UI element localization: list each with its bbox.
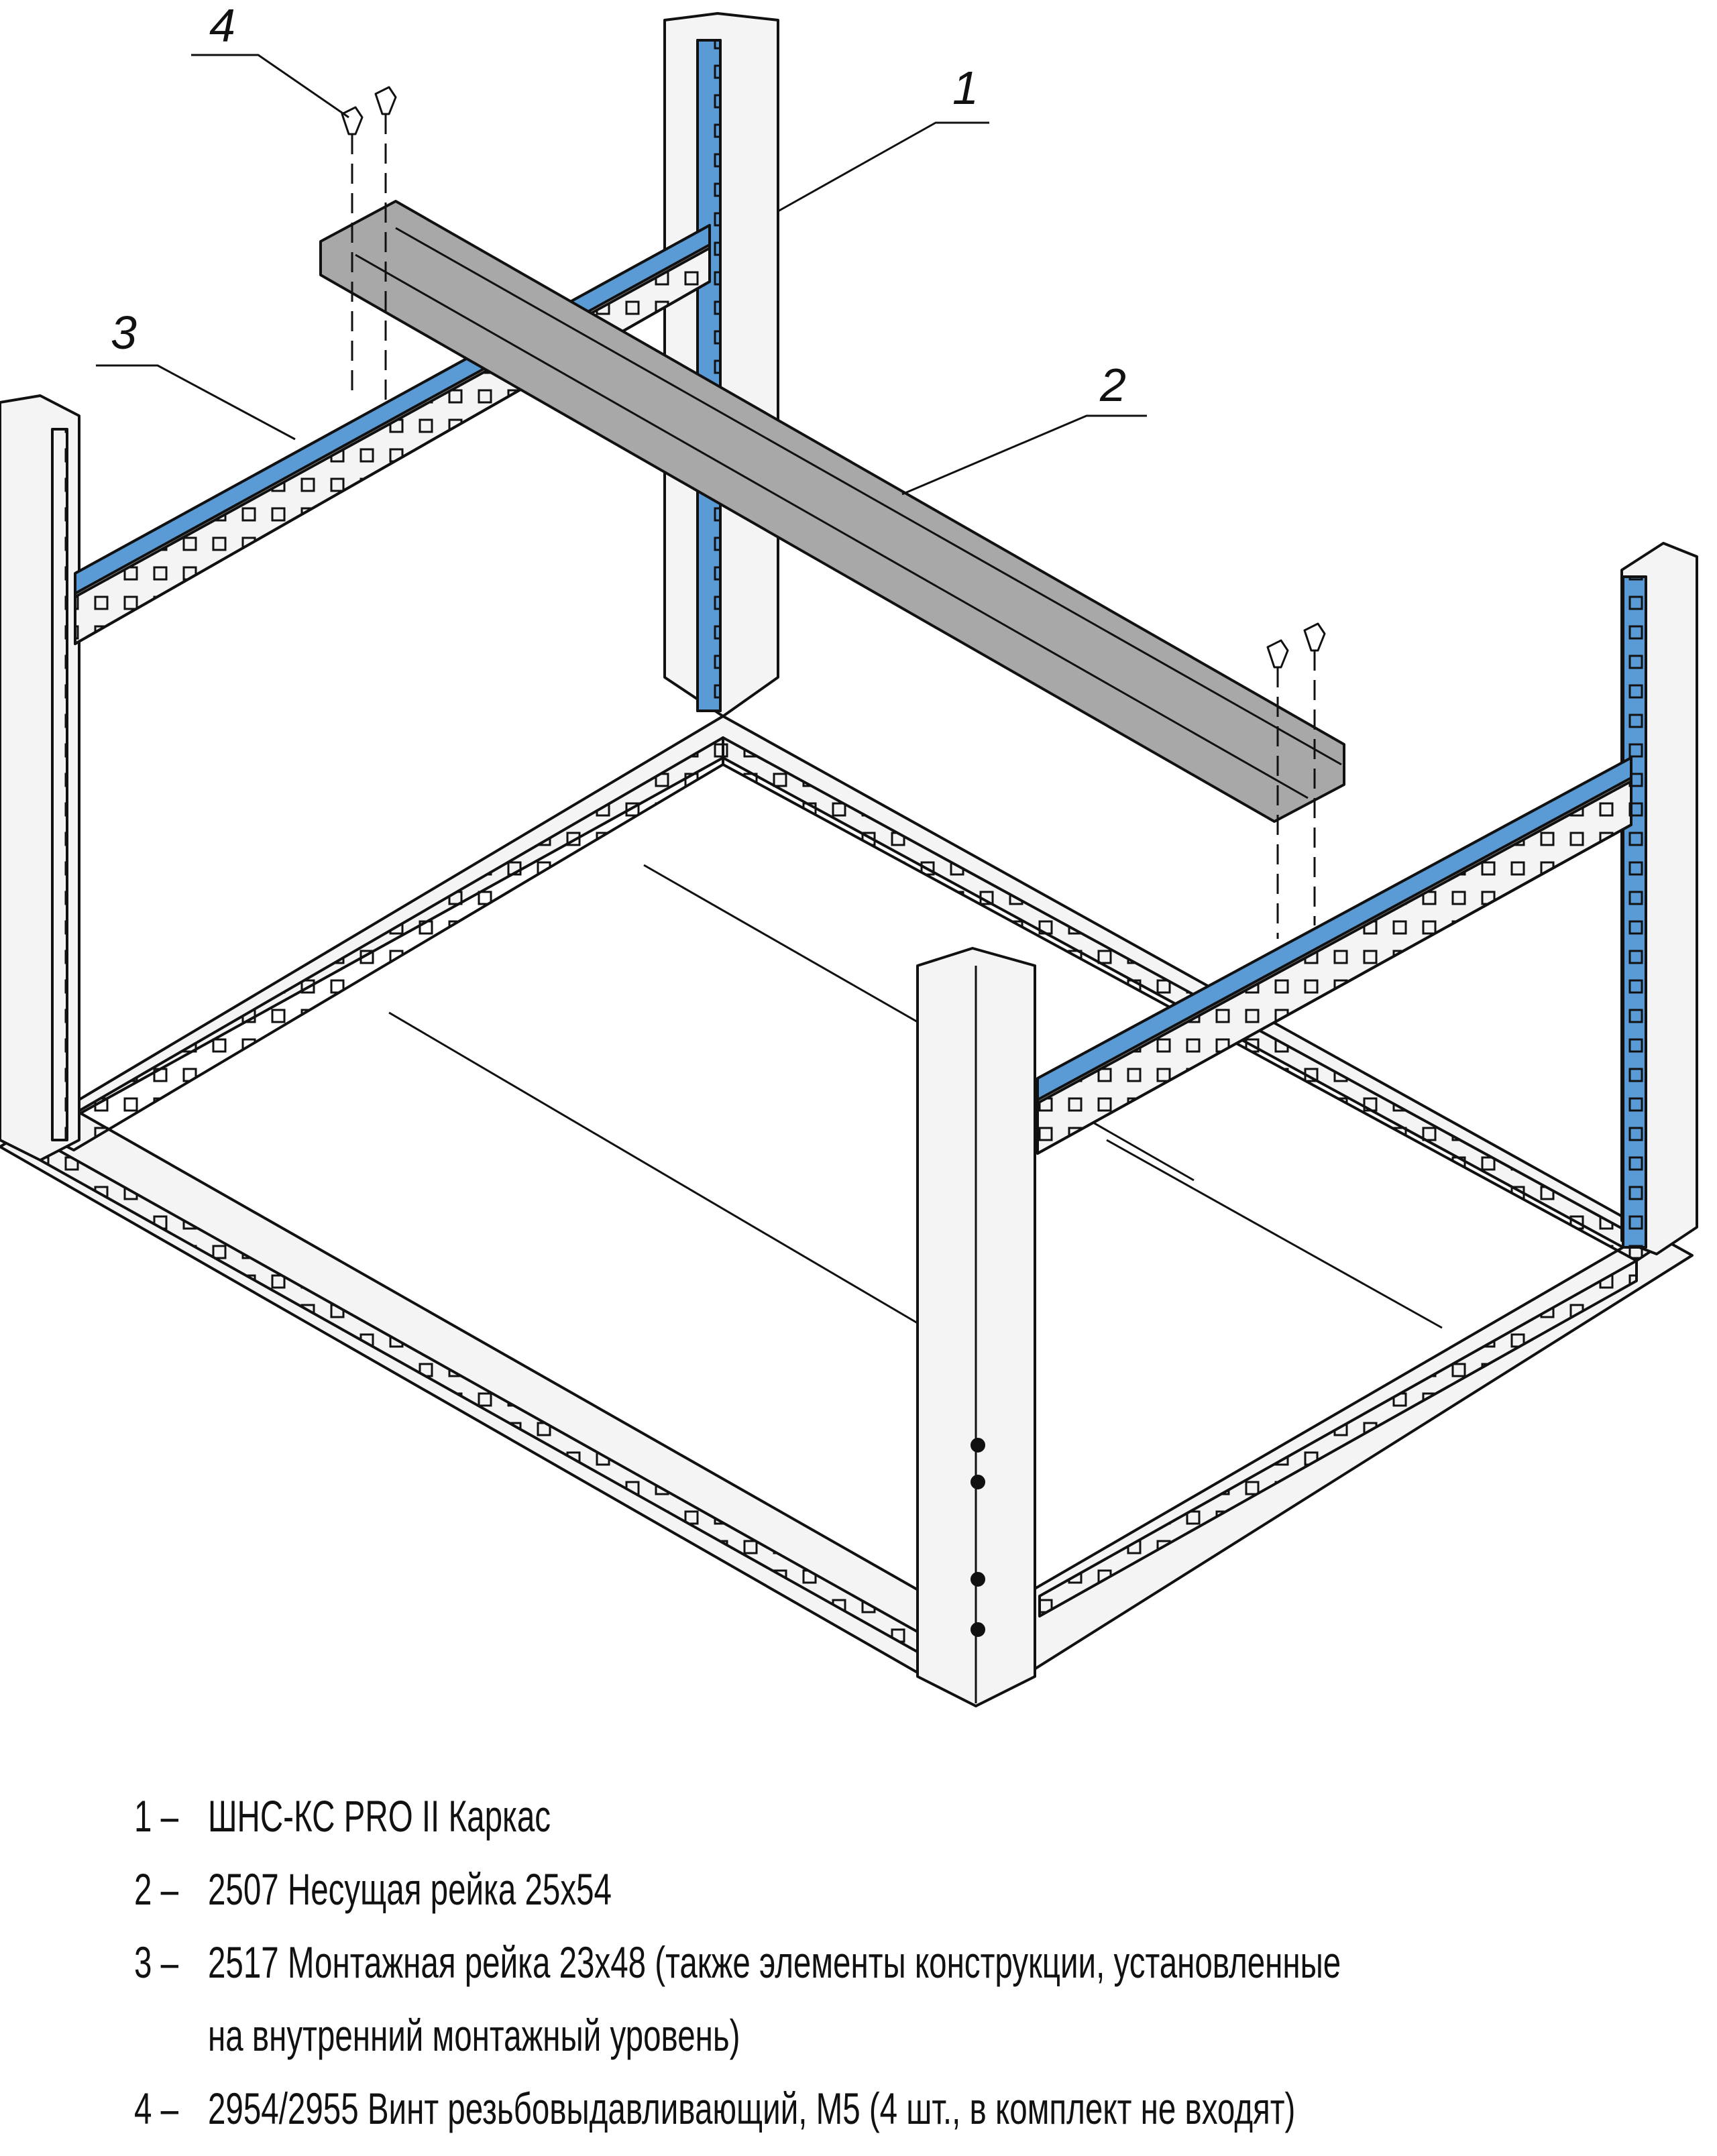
callout-1: 1	[952, 62, 979, 114]
callout-4: 4	[209, 0, 235, 52]
callout-2: 2	[1099, 359, 1126, 411]
left-post	[0, 394, 80, 1161]
callout-leaders	[96, 54, 1147, 496]
mounting-rail-3-right	[1036, 756, 1632, 1155]
legend-number: 2 –	[134, 1864, 179, 1914]
back-post	[663, 12, 779, 718]
right-post	[1620, 542, 1698, 1255]
legend-number: 4 –	[134, 2084, 179, 2133]
callout-3: 3	[111, 306, 137, 359]
front-post	[916, 947, 1036, 1707]
screws-4	[341, 86, 1326, 939]
legend-text: на внутренний монтажный уровень)	[208, 2010, 740, 2060]
support-rail-2	[319, 200, 1345, 823]
legend-number: 3 –	[134, 1937, 179, 1987]
screw-icon	[374, 86, 397, 402]
legend-number: 1 –	[134, 1791, 179, 1841]
legend-text: 2954/2955 Винт резьбовыдавливающий, M5 (…	[208, 2084, 1296, 2133]
assembly-drawing: 4 1 2 3	[0, 0, 1698, 1707]
legend-text: 2507 Несущая рейка 25x54	[208, 1864, 612, 1914]
screw-icon	[1266, 639, 1289, 939]
legend-text: 2517 Монтажная рейка 23x48 (также элемен…	[208, 1937, 1341, 1987]
screw-icon	[1303, 622, 1326, 925]
screw-icon	[341, 106, 364, 396]
legend-text: ШНС-КС PRO II Каркас	[208, 1791, 551, 1841]
